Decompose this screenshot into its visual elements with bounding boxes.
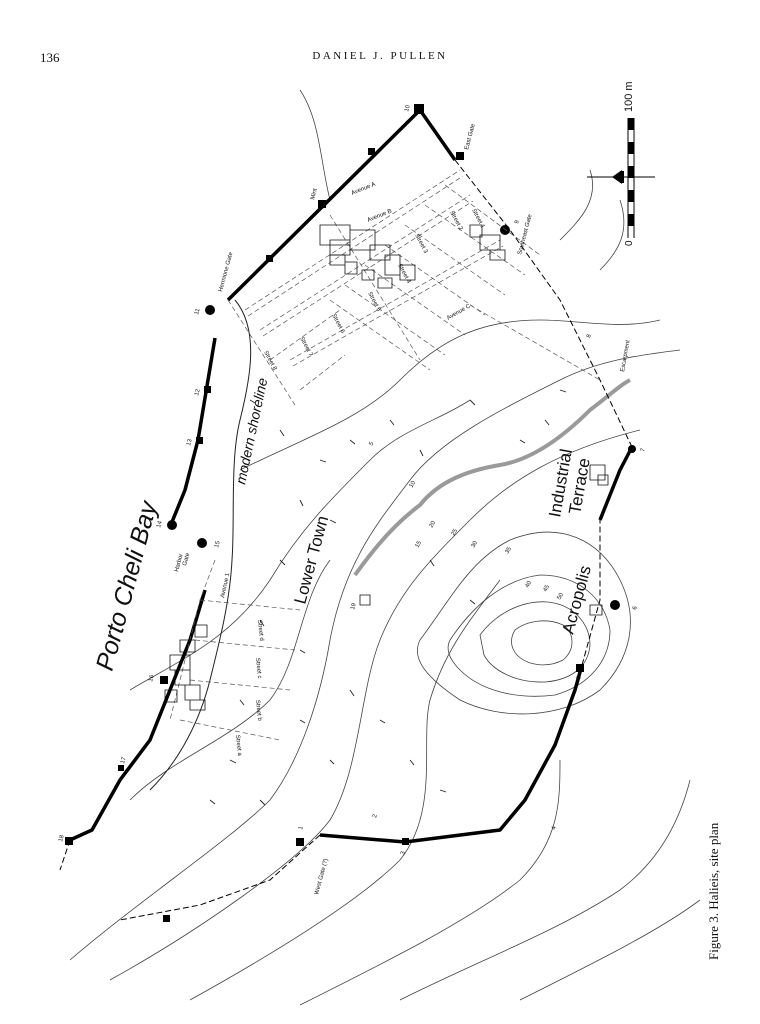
harbor-label: Harbor	[174, 553, 185, 572]
street-label: Street 4	[396, 263, 411, 285]
contour-number: 50	[557, 592, 566, 601]
tower-number: 13	[186, 438, 194, 447]
modern-shoreline	[149, 299, 252, 791]
street-label: Street 3	[413, 233, 428, 255]
street-label: Street b	[254, 700, 262, 722]
bay-label: Porto Cheli Bay	[91, 497, 163, 673]
contour-number: 25	[451, 528, 460, 537]
scale-end: 100 m	[623, 81, 635, 112]
tower-number: 17	[120, 756, 128, 765]
tower-number: 4	[551, 825, 558, 830]
tower-number: 3	[400, 850, 407, 855]
page-number: 136	[40, 50, 60, 65]
tower-number: 1	[298, 825, 305, 830]
north-arrow-icon	[587, 170, 655, 184]
tower-number: 8	[586, 333, 593, 338]
escarpment-label: Escarpment	[620, 339, 632, 372]
street-label: Street 5	[366, 291, 381, 313]
excavated-buildings	[164, 224, 609, 711]
tower-number: 11	[194, 307, 202, 315]
tower-number: 7	[640, 447, 647, 452]
contour-number: 40	[525, 580, 534, 589]
street-label: Street a	[234, 735, 242, 757]
street-label: Street 1	[470, 208, 485, 230]
tower-number: 18	[58, 834, 66, 843]
tower-number: 2	[372, 813, 379, 818]
contour-lines	[69, 89, 701, 1006]
tower-number: 6	[632, 605, 639, 610]
street-label: Street 8	[262, 350, 277, 372]
contour-number: 5	[369, 441, 376, 447]
street-grid	[169, 169, 601, 741]
southeast-gate-label: Southeast Gate	[517, 213, 534, 255]
street-label: Street 7	[298, 336, 313, 358]
hermione-gate-label: Hermione Gate	[218, 251, 234, 292]
city-wall	[69, 108, 634, 844]
tower-number: 9	[514, 219, 521, 224]
wall-fragments	[209, 389, 567, 806]
tower-number: 15	[214, 540, 222, 549]
street-label: Avenue A	[351, 182, 377, 197]
contour-number: 15	[415, 540, 424, 549]
street-label: Street 6	[330, 313, 345, 335]
acropolis-label: Acropolis	[559, 564, 595, 636]
tower-number: 5	[576, 675, 583, 680]
tower-number: 16	[148, 674, 156, 683]
tower-number: 19	[350, 602, 358, 611]
east-gate-label: East Gate	[464, 123, 477, 151]
lower-town-label: Lower Town	[291, 514, 333, 606]
figure-caption: Figure 3. Halieis, site plan	[706, 822, 721, 960]
tower-number: 10	[404, 104, 412, 113]
west-gate-label: West Gate (?)	[314, 858, 329, 896]
contour-number: 45	[543, 584, 552, 593]
street-label: Street 2	[448, 210, 463, 232]
contour-number: 35	[505, 546, 514, 555]
tower-number: 12	[194, 388, 202, 397]
tower-numbers: 1 2 3 4 5 6 7 8 9 10 11 12 13 14 15 16 1…	[58, 104, 647, 856]
contour-number: 10	[409, 480, 418, 489]
towers	[65, 104, 636, 922]
street-label: Avenue C	[446, 303, 472, 322]
street-label: Street d	[256, 620, 264, 642]
street-label: Avenue 1	[220, 572, 231, 599]
street-label: Street c	[254, 658, 262, 679]
contour-number: 30	[471, 540, 480, 549]
escarpment-line	[353, 378, 631, 577]
scale-start: 0	[624, 240, 635, 246]
harbor-gate-label: Gate	[182, 552, 191, 567]
running-head: DANIEL J. PULLEN	[312, 50, 448, 62]
mint-label: Mint	[310, 188, 319, 201]
scale-bar: 0 100 m	[623, 81, 635, 246]
contour-numbers: 5 10 15 20 25 30 35 40 45 50	[369, 441, 566, 601]
contour-number: 20	[429, 520, 438, 529]
tower-number: 14	[156, 520, 164, 529]
